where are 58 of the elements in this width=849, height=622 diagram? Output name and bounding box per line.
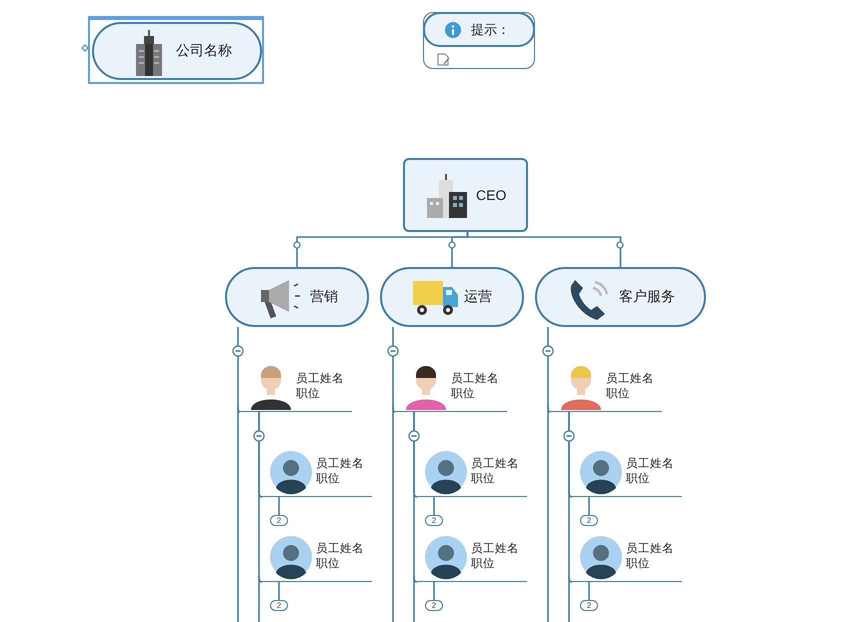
employee-name: 员工姓名: [296, 372, 344, 386]
employee-name: 员工姓名: [606, 372, 654, 386]
employee-name: 员工姓名: [316, 457, 364, 471]
job-title: 职位: [626, 472, 650, 486]
count-number: 2: [276, 600, 282, 611]
count-number: 2: [430, 515, 438, 526]
employee-name: 员工姓名: [626, 457, 674, 471]
connector-line: [568, 412, 572, 583]
topic-label: CEO: [476, 187, 506, 203]
job-title: 职位: [296, 387, 320, 401]
employee-card: [262, 533, 372, 582]
employee-card: [262, 448, 372, 497]
count-number: 2: [276, 515, 282, 526]
note-title: 提示：: [471, 21, 510, 39]
employee-card: [417, 448, 527, 497]
employee-name: 员工姓名: [451, 372, 499, 386]
topic-label: 运营: [464, 288, 492, 306]
count-badge: [270, 515, 288, 526]
employee-name: 员工姓名: [316, 542, 364, 556]
job-title: 职位: [606, 387, 630, 401]
employee-name: 员工姓名: [471, 457, 519, 471]
topic-label: 客户服务: [619, 288, 675, 306]
connector-line: [588, 497, 590, 515]
connector-line: [433, 497, 435, 515]
topic-box: [403, 158, 528, 232]
topic-pill: [92, 22, 262, 80]
count-number: 2: [586, 515, 592, 526]
count-number: 2: [430, 600, 438, 611]
count-badge: [270, 600, 288, 611]
employee-name: 员工姓名: [626, 542, 674, 556]
connector-line: [413, 412, 418, 583]
employee-name: 员工姓名: [471, 542, 519, 556]
job-title: 职位: [471, 472, 495, 486]
count-badge: [580, 600, 598, 611]
connector-line: [258, 412, 262, 583]
job-title: 职位: [451, 387, 475, 401]
connector-line: [466, 232, 622, 267]
connector-line: [547, 327, 550, 413]
job-title: 职位: [626, 557, 650, 571]
job-title: 职位: [316, 557, 340, 571]
connector-line: [278, 582, 280, 600]
topic-label: 营销: [310, 288, 338, 306]
note-card: [423, 12, 535, 69]
connector-line: [392, 327, 396, 413]
connector-line: [433, 582, 435, 600]
connector-line: [278, 497, 280, 515]
employee-card: [572, 533, 682, 582]
employee-card: [417, 533, 527, 582]
job-title: 职位: [471, 557, 495, 571]
job-title: 职位: [316, 472, 340, 486]
employee-card: [572, 448, 682, 497]
count-number: 2: [586, 600, 592, 611]
count-badge: [425, 515, 443, 526]
topic-label: 公司名称: [176, 42, 232, 60]
connector-line: [588, 582, 590, 600]
count-badge: [425, 600, 443, 611]
connector-line: [237, 327, 240, 413]
count-badge: [580, 515, 598, 526]
